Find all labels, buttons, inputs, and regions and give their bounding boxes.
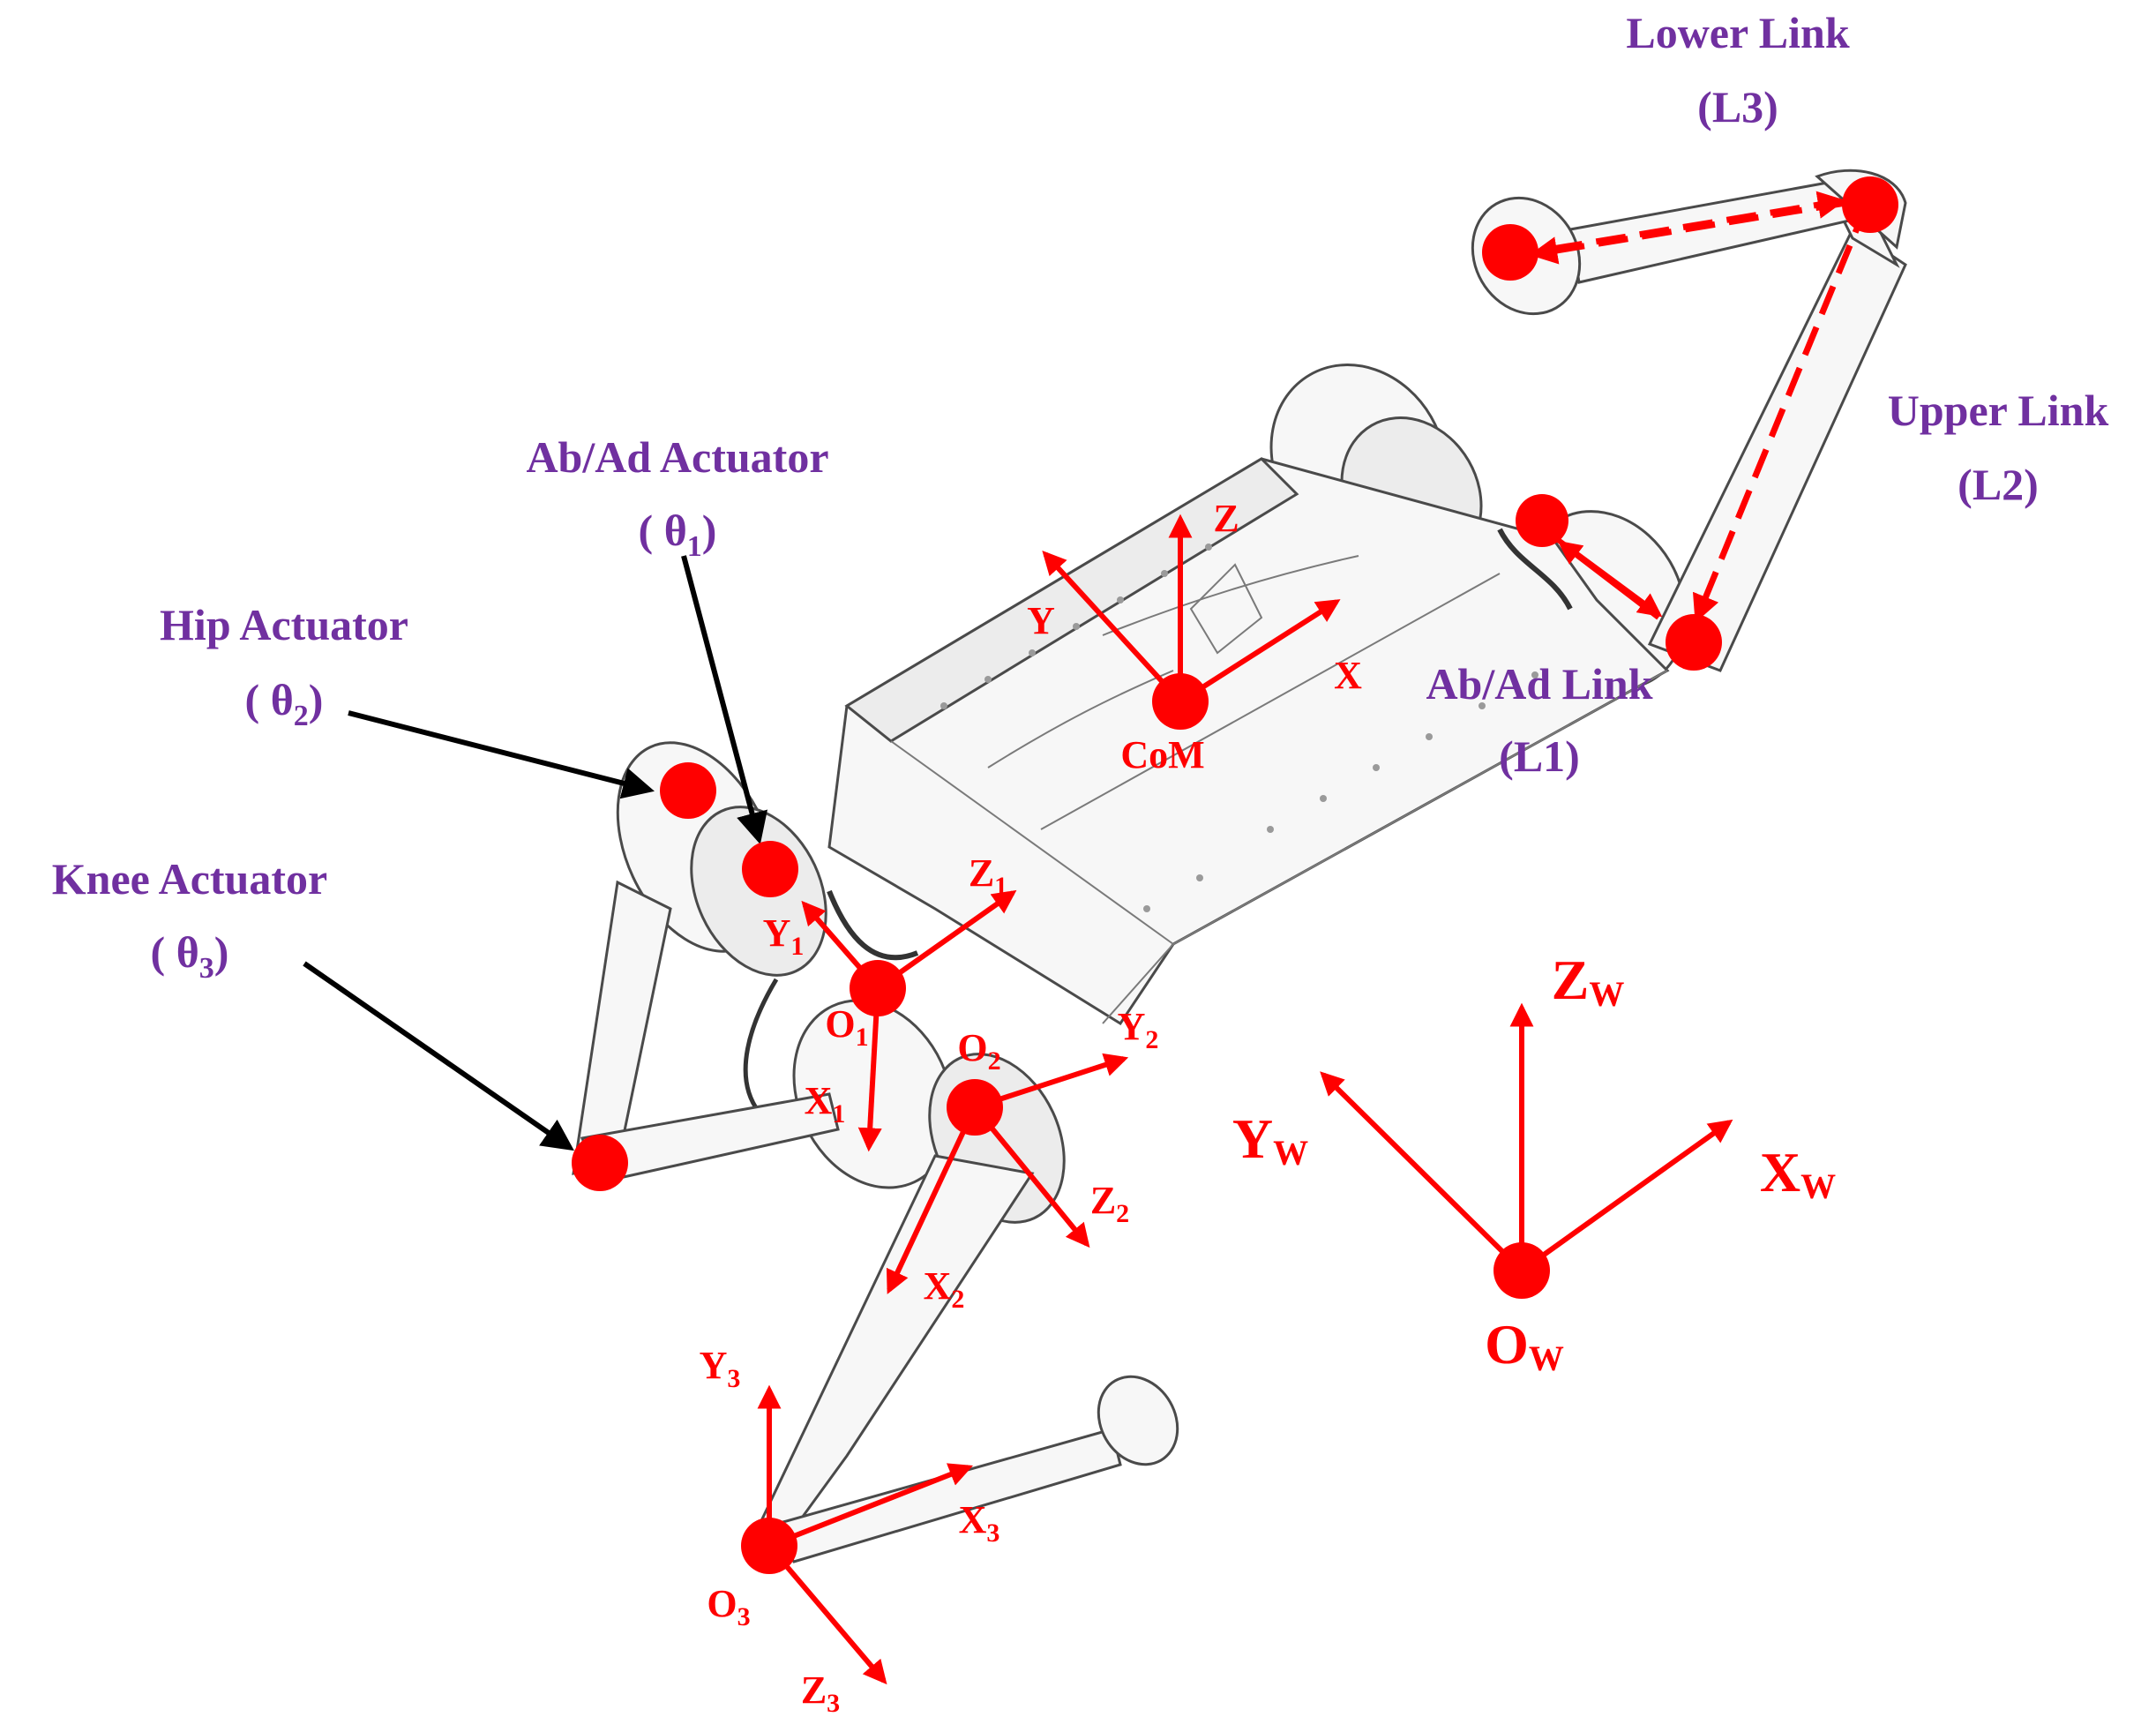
f1-x-label: X1 [805, 1079, 846, 1128]
com-x-axis [1179, 599, 1341, 704]
f2-origin-label: O2 [957, 1026, 1000, 1076]
f1-z-label: Z1 [969, 851, 1007, 901]
com-z-label: Z [1213, 497, 1239, 540]
hip-actuator-label: Hip Actuator [160, 600, 408, 649]
upper-link-start-point [1666, 614, 1722, 671]
f3-z-label: Z3 [801, 1668, 840, 1718]
upper-lower-joint-point [1842, 176, 1898, 233]
com-point [1152, 673, 1209, 730]
abad-link-label: Ab/Ad Link [1426, 659, 1652, 709]
com-y-label: Y [1027, 599, 1055, 642]
com-y-axis [1042, 551, 1183, 704]
f3-origin-label: O3 [707, 1582, 750, 1631]
hip-pointer-arrow [348, 710, 655, 799]
frame-axes [757, 514, 1733, 1685]
f1-origin-label: O1 [825, 1002, 868, 1052]
world-origin-point [1493, 1242, 1550, 1299]
com-origin-label: CoM [1120, 733, 1204, 776]
joint-points [572, 176, 1898, 1574]
knee-actuator-point [572, 1135, 628, 1191]
world-origin-label: OW [1485, 1313, 1564, 1378]
hip-actuator-symbol: ( θ2) [245, 675, 324, 732]
world-x-axis [1520, 1119, 1733, 1273]
f1-y-label: Y1 [763, 911, 805, 961]
world-y-axis [1320, 1071, 1524, 1273]
o2-point [947, 1079, 1003, 1136]
lower-link-symbol: (L3) [1697, 82, 1778, 131]
knee-actuator-label: Knee Actuator [52, 854, 327, 903]
link-vectors [1529, 191, 1870, 623]
foot-point [1482, 224, 1538, 281]
f2-z-axis [972, 1106, 1090, 1248]
o3-point [741, 1518, 797, 1574]
abad-link-symbol: (L1) [1499, 731, 1580, 781]
f3-y-label: Y3 [700, 1344, 741, 1393]
f3-x-label: X3 [959, 1498, 1000, 1548]
f2-x-axis [886, 1106, 977, 1294]
upper-link-symbol: (L2) [1958, 460, 2039, 509]
component-labels: Lower Link (L3) Upper Link (L2) Ab/Ad Li… [52, 8, 2109, 985]
abad-link-end-point [1516, 494, 1568, 547]
abad-actuator-symbol: ( θ1) [639, 506, 717, 563]
com-x-label: X [1334, 654, 1362, 697]
abad-actuator-label: Ab/Ad Actuator [526, 432, 828, 482]
world-x-label: XW [1760, 1141, 1836, 1206]
o1-point [850, 960, 906, 1016]
actuator-pointers [303, 555, 768, 1151]
hip-actuator-point [660, 762, 716, 819]
f2-z-label: Z2 [1090, 1179, 1129, 1228]
upper-link-label: Upper Link [1888, 386, 2109, 435]
abad-pointer-arrow [681, 555, 768, 844]
abad-link-vector-back [1542, 527, 1663, 618]
lower-link-label: Lower Link [1626, 8, 1849, 57]
world-z-label: ZW [1552, 948, 1625, 1014]
abad-actuator-point [742, 841, 798, 897]
lower-link-vector-back [1552, 191, 1846, 252]
f3-z-axis [767, 1544, 887, 1685]
knee-actuator-symbol: ( θ3) [151, 927, 229, 985]
f3-x-axis [767, 1463, 974, 1548]
f2-y-label: Y2 [1118, 1005, 1159, 1054]
upper-link-vector [1692, 203, 1870, 623]
f2-x-label: X2 [924, 1264, 965, 1314]
frame-labels: CoM X Y Z O1 X1 Y1 Z1 O2 X2 Y2 Z2 O3 X3 … [700, 497, 1837, 1718]
world-y-label: YW [1232, 1107, 1308, 1173]
knee-pointer-arrow [303, 961, 574, 1151]
